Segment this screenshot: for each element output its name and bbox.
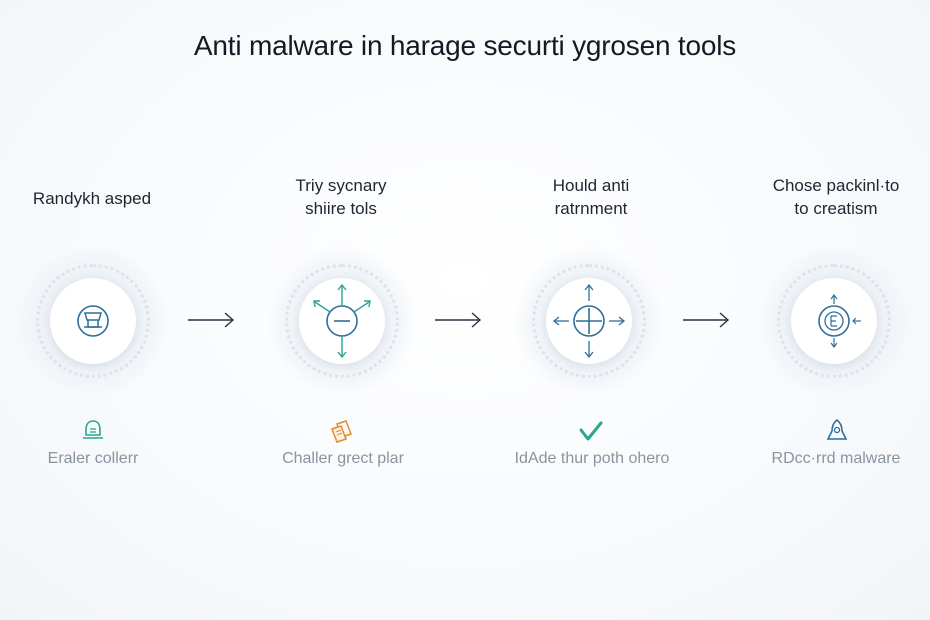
step-2-node-ring xyxy=(285,264,399,378)
step-4-caption: RDcc·rrd malware xyxy=(771,450,901,467)
diagram-title: Anti malware in harage securti ygrosen t… xyxy=(193,30,737,61)
step-1-node-ring xyxy=(36,264,150,378)
step-1-node-core xyxy=(50,278,136,364)
flow-arrow-3-icon xyxy=(683,312,730,328)
shield-badge-icon xyxy=(77,305,109,337)
step-1-label: Randykh asped xyxy=(0,187,192,210)
step-3-caption: IdAde thur poth ohero xyxy=(514,450,670,467)
coin-target-icon xyxy=(818,294,861,348)
minus-arrows-icon xyxy=(313,283,371,359)
checkmark-icon xyxy=(579,421,603,441)
crosshair-arrows-icon xyxy=(552,283,626,359)
step-1-node xyxy=(18,246,168,396)
step-3-label-line-1: Hould anti xyxy=(552,176,630,195)
step-3-label-line-2: ratrnment xyxy=(554,199,628,218)
user-shield-icon xyxy=(826,418,848,440)
step-2-node xyxy=(267,246,417,396)
flow-arrow-1-icon xyxy=(188,312,235,328)
flow-arrow-2-icon xyxy=(435,312,482,328)
step-2-label: Triy sycnary shiire tols xyxy=(241,174,441,220)
step-3-node xyxy=(514,246,664,396)
step-4-label-line-1: Chose packinl·to xyxy=(772,176,900,195)
step-2-label-line-1: Triy sycnary xyxy=(295,176,387,195)
step-2-caption: Challer grect plar xyxy=(282,450,404,467)
step-3-node-ring xyxy=(532,264,646,378)
step-1-label-line-1: Randykh asped xyxy=(32,189,152,208)
step-3-label: Hould anti ratrnment xyxy=(491,174,691,220)
step-2-label-line-2: shiire tols xyxy=(305,199,377,218)
step-4-label-line-2: to creatism xyxy=(794,199,878,218)
document-stack-icon xyxy=(331,420,352,443)
bell-shield-icon xyxy=(83,420,103,439)
step-4-label: Chose packinl·to to creatism xyxy=(736,174,930,220)
step-1-caption: Eraler collerr xyxy=(47,450,139,467)
step-4-node xyxy=(759,246,909,396)
step-4-node-ring xyxy=(777,264,891,378)
